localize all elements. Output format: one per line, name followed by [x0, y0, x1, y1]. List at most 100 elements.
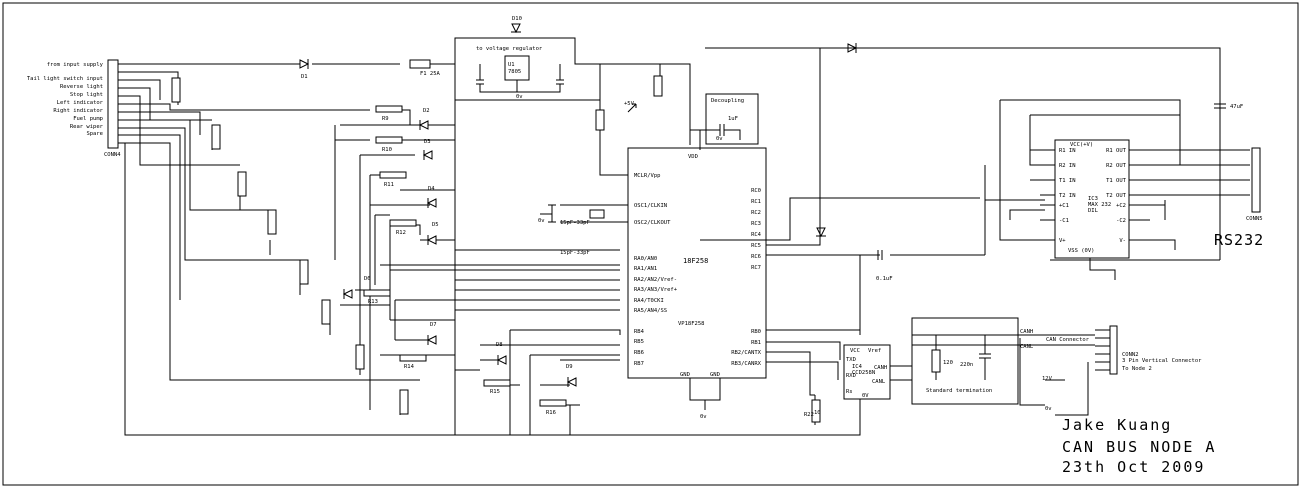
mcu-right-pin-4: RC4: [751, 232, 762, 238]
can-canl-pin: CANL: [872, 379, 886, 385]
v12-net: 12V: [1042, 376, 1053, 382]
input-label-stop: Stop light: [70, 92, 103, 98]
canl-net: CANL: [1020, 344, 1034, 350]
v0-net: 0v: [1045, 406, 1052, 412]
d6-label: D6: [364, 276, 371, 282]
can-ref: IC4: [852, 364, 863, 370]
rs232-label: RS232: [1214, 231, 1264, 249]
regulator-gnd: 0v: [516, 94, 523, 100]
can-rxd: RXD: [846, 373, 856, 379]
input-label-spare: Spare: [86, 131, 103, 137]
termination-label: Standard termination: [926, 388, 992, 394]
cap-100n-value: 0.1uF: [876, 276, 893, 282]
cap-47u-value: 47uF: [1230, 104, 1243, 110]
project-name: CAN BUS NODE A: [1062, 438, 1216, 456]
d7-label: D7: [430, 322, 437, 328]
r15-label: R15: [490, 389, 500, 395]
regulator-ref: U1: [508, 62, 515, 68]
max232-left-pin-1: R2 IN: [1059, 163, 1076, 169]
mcu-left-pins: MCLR/VppOSC1/CLKINOSC2/CLKOUTRA0/AN0RA1/…: [634, 173, 678, 367]
title-block: Jake Kuang CAN BUS NODE A 23th Oct 2009: [1062, 416, 1216, 476]
input-label-left: Left indicator: [57, 100, 104, 106]
canh-net: CANH: [1020, 329, 1033, 335]
termination-box: Standard termination 120 220n: [911, 317, 1019, 405]
r13-label: R13: [368, 299, 378, 305]
max232-left-pin-3: T2 IN: [1059, 193, 1076, 199]
resistor-arrays: R9 R10 R11 R12 R13 R14 R15 R16: [363, 105, 567, 416]
d4-label: D4: [428, 186, 435, 192]
mcu-gnd-2: GND: [710, 372, 720, 378]
max232-vcc: VCC(+V): [1070, 142, 1093, 148]
mcu-vdd: VDD: [688, 154, 698, 160]
cap-47u: 47uF: [1214, 103, 1243, 110]
mcu-left-pin-5: RA2/AN2/Vref-: [634, 277, 677, 283]
max232-left-pin-5: -C1: [1059, 218, 1069, 224]
max232-ref: IC3: [1088, 196, 1098, 202]
input-label-reverse: Reverse light: [60, 84, 103, 90]
conn5-ref: CONN5: [1246, 216, 1263, 222]
wiring-right: [699, 47, 1250, 436]
term-r-value: 120: [943, 360, 953, 366]
r16-label: R16: [546, 410, 556, 416]
mcu-left-pin-1: OSC1/CLKIN: [634, 203, 667, 209]
mcu-right-pin-3: RC3: [751, 221, 761, 227]
input-label-right: Right indicator: [53, 108, 103, 114]
max232-right-pin-6: V-: [1119, 238, 1126, 244]
d5-label: D5: [432, 222, 439, 228]
r14-label: R14: [404, 364, 415, 370]
term-c-value: 220n: [960, 362, 973, 368]
mcu-left-pin-11: RB6: [634, 350, 644, 356]
mcu-gnd-1: GND: [680, 372, 690, 378]
max232-pkg: DIL: [1088, 208, 1099, 214]
resistor-packs-left: [171, 77, 409, 415]
mcu-gnd-net: 0v: [700, 414, 707, 420]
mcu-right-pin-1: RC1: [751, 199, 761, 205]
d10-label: D10: [512, 16, 522, 22]
mcu-sub: VP18F258: [678, 321, 705, 327]
mcu-left-pin-7: RA4/T0CKI: [634, 298, 664, 304]
r11-label: R11: [384, 182, 394, 188]
fuse-label: F1 25A: [420, 71, 441, 77]
decoupling-label: Decoupling: [711, 98, 744, 104]
max232-left-pin-2: T1 IN: [1059, 178, 1076, 184]
d8-label: D8: [496, 342, 503, 348]
mcu-right-pin-10: RB2/CANTX: [731, 350, 761, 356]
conn5-connector: CONN5 RS232: [1214, 147, 1264, 249]
regulator-label: to voltage regulator: [476, 46, 543, 52]
mcu-left-pin-0: MCLR/Vpp: [634, 173, 661, 179]
mcu-left-pin-8: RA5/AN4/SS: [634, 308, 667, 314]
mcu-left-pin-9: RB4: [634, 329, 645, 335]
can-part: CCD258N: [852, 370, 875, 376]
conn2-desc: 3 Pin Vertical Connector: [1122, 358, 1202, 364]
decoupling-gnd: 0v: [716, 136, 723, 142]
mcu-right-pin-11: RB3/CANRX: [731, 361, 761, 367]
decoupling-box: Decoupling 1uF 0v: [690, 93, 759, 145]
can-vref: Vref: [868, 348, 881, 354]
conn4-ref: CONN4: [104, 152, 121, 158]
d1-label: D1: [301, 74, 308, 80]
can-0v: 0V: [862, 393, 869, 399]
oscillator: 15pF-33pF 15pF-33pF 0v: [538, 204, 628, 256]
voltage-regulator: U1 7805 to voltage regulator 0v: [476, 46, 564, 100]
mcu-top-led: +5V: [600, 63, 663, 113]
r22-label: R22: [804, 412, 814, 418]
mcu-right-pin-5: RC5: [751, 243, 761, 249]
can-connector-label: CAN Connector: [1046, 337, 1090, 343]
r12-label: R12: [396, 230, 406, 236]
conn2-to: To Node 2: [1122, 366, 1152, 372]
r9-label: R9: [382, 116, 389, 122]
osc-gnd: 0v: [538, 218, 545, 224]
mcu-right-pin-6: RC6: [751, 254, 761, 260]
max232-part: MAX 232: [1088, 202, 1111, 208]
mcu-right-pin-8: RB0: [751, 329, 761, 335]
mcu-left-pin-12: RB7: [634, 361, 644, 367]
osc-cap-1: 15pF-33pF: [560, 220, 590, 226]
d2-label: D2: [423, 108, 430, 114]
can-bus-connector: CANH CANL CAN Connector CONN2 3 Pin Vert…: [1020, 325, 1202, 412]
mcu-right-pin-7: RC7: [751, 265, 761, 271]
conn4-input-labels: from input supply Tail light switch inpu…: [27, 62, 104, 137]
